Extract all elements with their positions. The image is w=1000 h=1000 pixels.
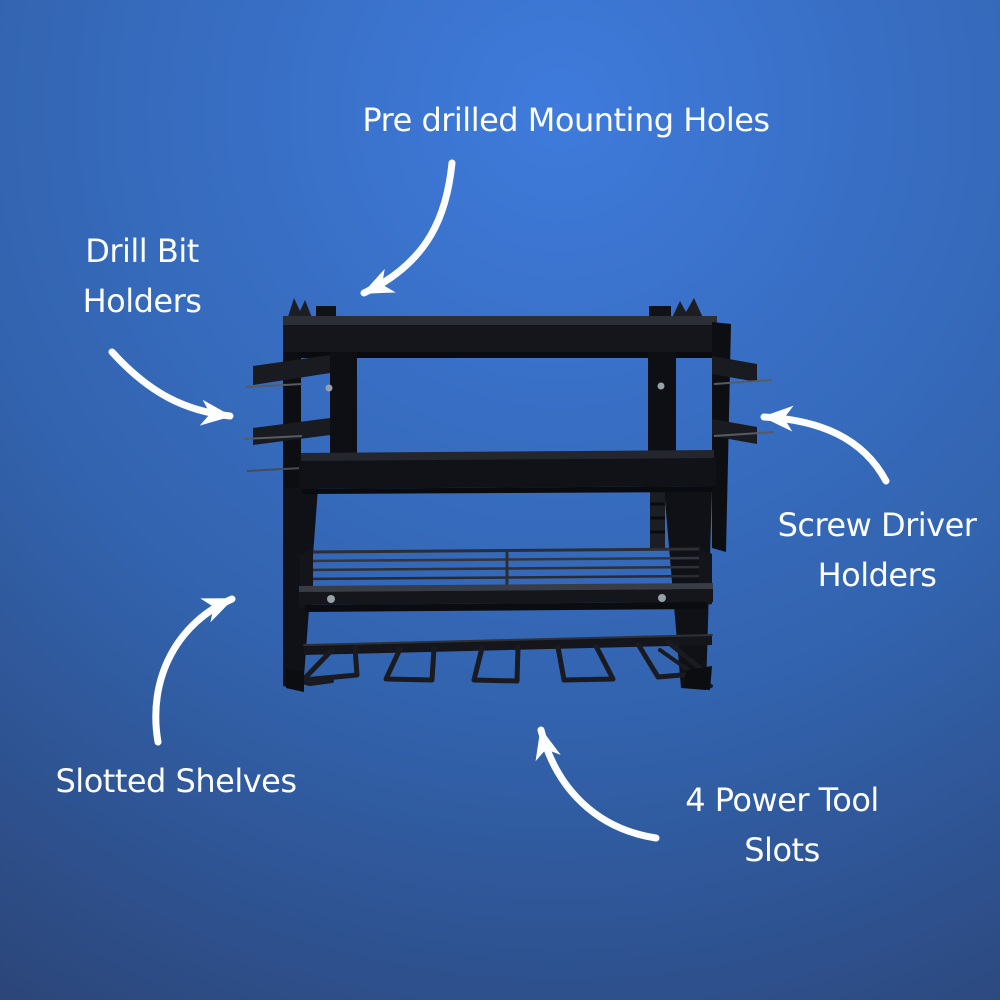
label-line: Screw Driver [777,506,977,544]
label-line: 4 Power Tool [685,781,879,819]
label-drill-bit-holders: Drill Bit Holders [83,226,202,326]
bottom-feet [286,666,712,692]
label-line: Slotted Shelves [55,762,297,800]
screw-driver-holders [712,356,775,444]
label-power-tool-slots: 4 Power Tool Slots [685,775,879,875]
label-line: Holders [82,282,202,320]
label-slotted-shelves: Slotted Shelves [55,756,297,806]
top-shelf [283,316,717,358]
power-tool-slots-arrow [535,726,660,842]
label-line: Slots [744,831,820,869]
middle-shelf [299,450,716,494]
label-line: Pre drilled Mounting Holes [362,101,770,139]
drill-bit-holders-arrow [108,348,234,426]
drill-bit-holders [243,355,330,472]
label-line: Drill Bit [85,232,199,270]
label-line: Holders [817,556,937,594]
mounting-tabs [287,298,704,320]
label-pre-drilled-mounting-holes: Pre drilled Mounting Holes [362,95,770,145]
slotted-wire-shelf [299,547,713,612]
label-screw-driver-holders: Screw Driver Holders [778,500,977,600]
screw-driver-holders-arrow [760,405,890,485]
slotted-shelves-arrow [152,595,236,746]
mounting-holes-arrow [360,159,456,297]
power-tool-rack [243,298,775,692]
screws [325,382,666,603]
